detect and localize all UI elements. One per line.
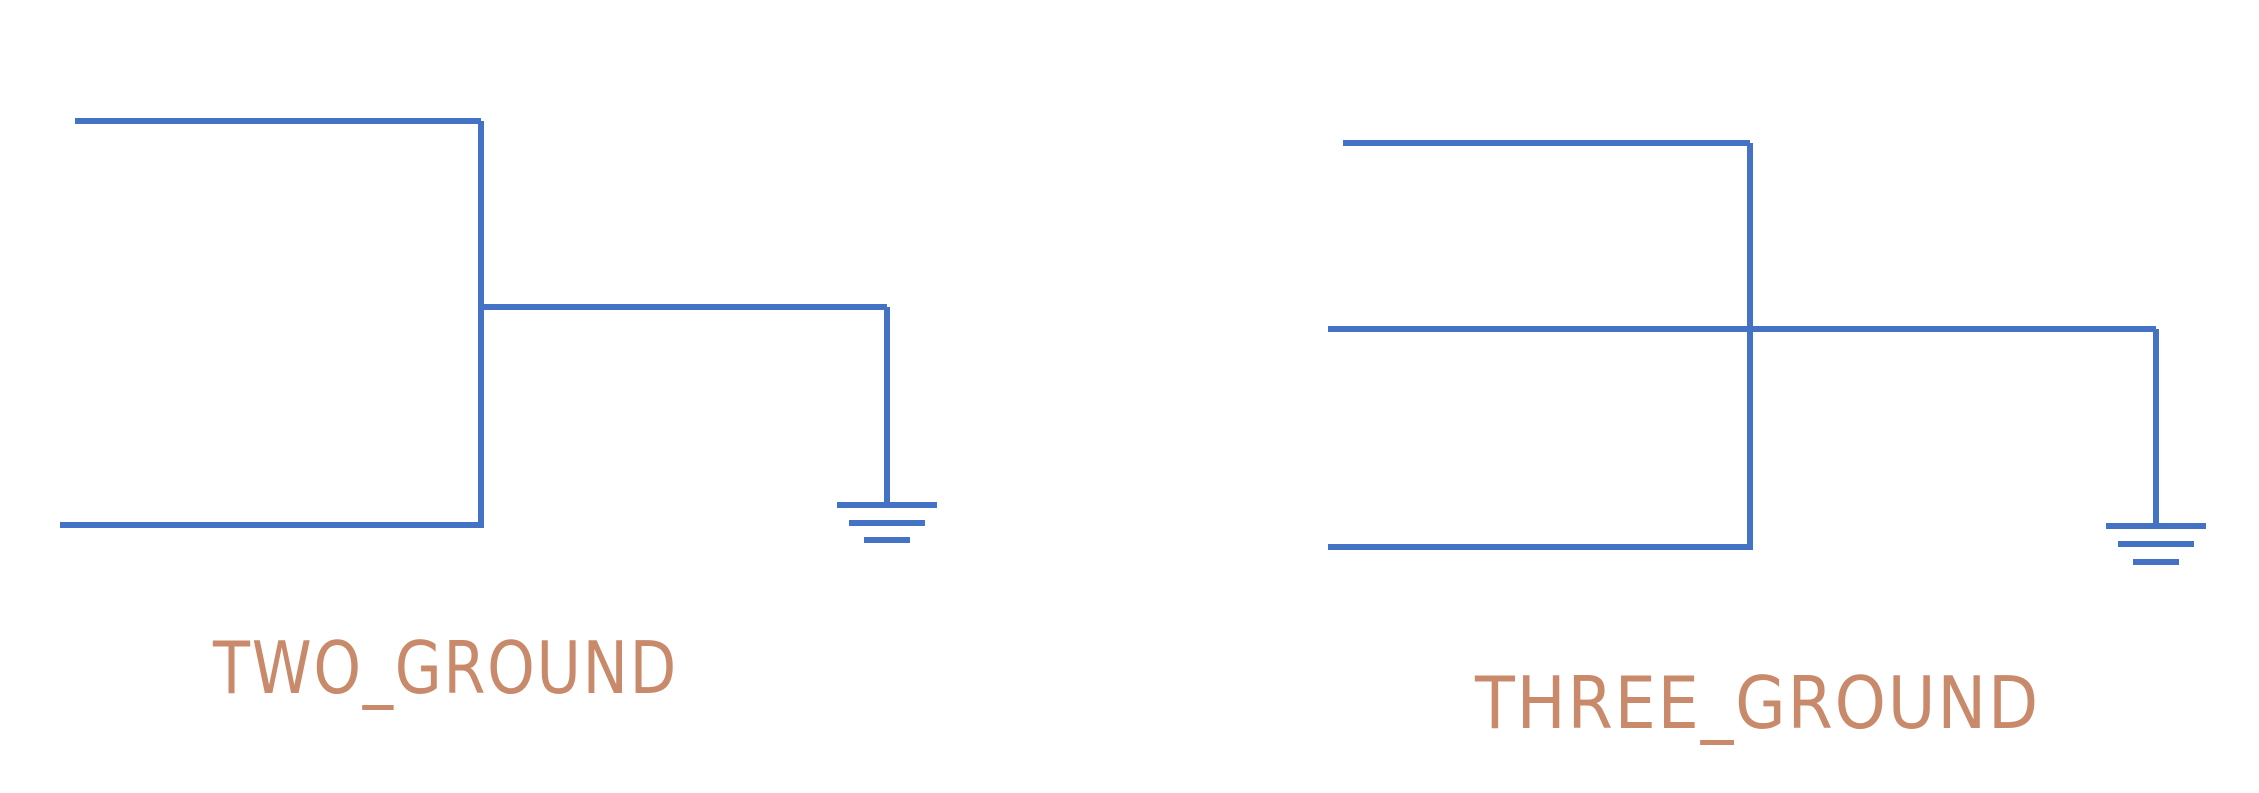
two-ground-label: TWO_GROUND — [212, 626, 678, 710]
three-ground-label: THREE_GROUND — [1474, 661, 2040, 745]
ground-icon — [837, 502, 937, 543]
three-ground-schematic — [1328, 140, 2206, 565]
ground-icon — [2106, 523, 2206, 565]
two-ground-schematic — [60, 118, 937, 543]
